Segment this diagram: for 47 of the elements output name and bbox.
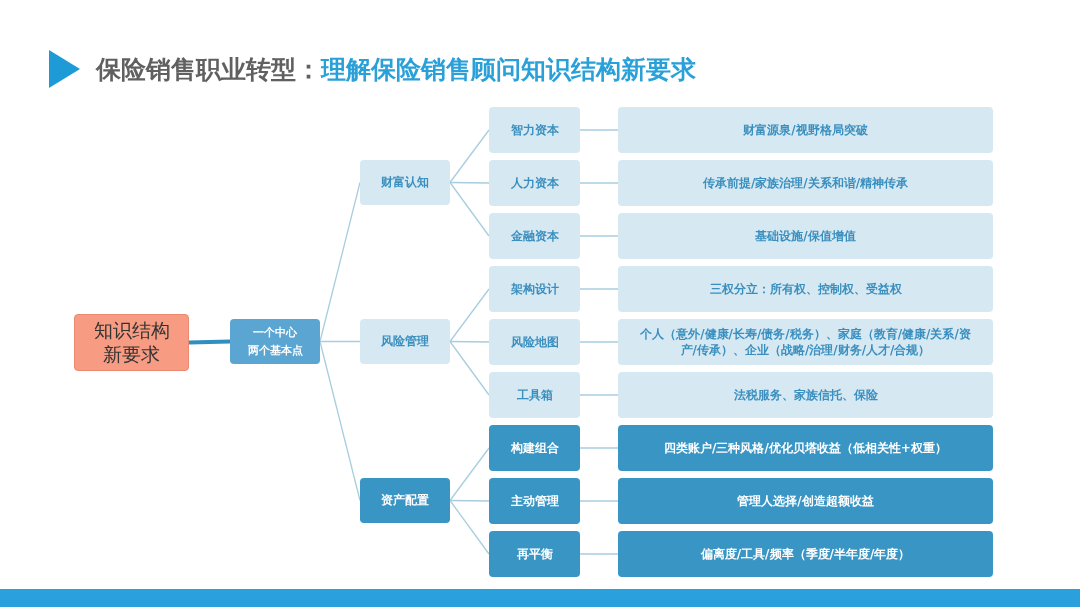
title: 保险销售职业转型： bbox=[96, 54, 321, 86]
topic-box: 主动管理 bbox=[489, 478, 580, 524]
connector-line bbox=[579, 553, 619, 555]
connector-line bbox=[449, 129, 490, 184]
connector-line bbox=[449, 288, 490, 343]
connector-line bbox=[449, 499, 490, 502]
detail-box: 三权分立：所有权、控制权、受益权 bbox=[618, 266, 993, 312]
topic-box: 架构设计 bbox=[489, 266, 580, 312]
topic-box: 智力资本 bbox=[489, 107, 580, 153]
connector-line bbox=[579, 288, 619, 290]
connector-line bbox=[449, 340, 490, 343]
topic-box: 再平衡 bbox=[489, 531, 580, 577]
detail-box: 财富源泉/视野格局突破 bbox=[618, 107, 993, 153]
connector-line bbox=[188, 339, 231, 345]
detail-box: 传承前提/家族治理/关系和谐/精神传承 bbox=[618, 160, 993, 206]
connector-line bbox=[319, 340, 361, 502]
topic-box: 资产配置 bbox=[360, 478, 450, 523]
topic-box: 金融资本 bbox=[489, 213, 580, 259]
center-box: 一个中心 两个基本点 bbox=[230, 319, 320, 364]
connector-line bbox=[449, 499, 490, 555]
topic-box: 人力资本 bbox=[489, 160, 580, 206]
connector-line bbox=[579, 182, 619, 184]
connector-line bbox=[579, 235, 619, 237]
detail-box: 法税服务、家族信托、保险 bbox=[618, 372, 993, 418]
connector-line bbox=[319, 340, 361, 343]
connector-line bbox=[449, 181, 490, 184]
connector-line bbox=[319, 181, 361, 343]
connector-line bbox=[579, 500, 619, 502]
subtitle: 理解保险销售顾问知识结构新要求 bbox=[321, 54, 696, 86]
topic-box: 风险管理 bbox=[360, 319, 450, 364]
topic-box: 工具箱 bbox=[489, 372, 580, 418]
detail-box: 四类账户/三种风格/优化贝塔收益（低相关性+权重） bbox=[618, 425, 993, 471]
detail-box: 基础设施/保值增值 bbox=[618, 213, 993, 259]
connector-line bbox=[449, 447, 490, 502]
connector-line bbox=[449, 181, 490, 237]
topic-box: 构建组合 bbox=[489, 425, 580, 471]
connector-line bbox=[579, 394, 619, 396]
detail-box: 个人（意外/健康/长寿/债务/税务）、家庭（教育/健康/关系/资产/传承）、企业（战略/治理/财务/人才/合规） bbox=[618, 319, 993, 365]
connector-line bbox=[579, 341, 619, 343]
detail-box: 管理人选择/创造超额收益 bbox=[618, 478, 993, 524]
topic-box: 财富认知 bbox=[360, 160, 450, 205]
detail-box: 偏离度/工具/频率（季度/半年度/年度） bbox=[618, 531, 993, 577]
topic-box: 风险地图 bbox=[489, 319, 580, 365]
root-box: 知识结构新要求 bbox=[74, 314, 189, 371]
connector-line bbox=[579, 129, 619, 131]
connector-line bbox=[579, 447, 619, 449]
connector-line bbox=[449, 340, 490, 396]
